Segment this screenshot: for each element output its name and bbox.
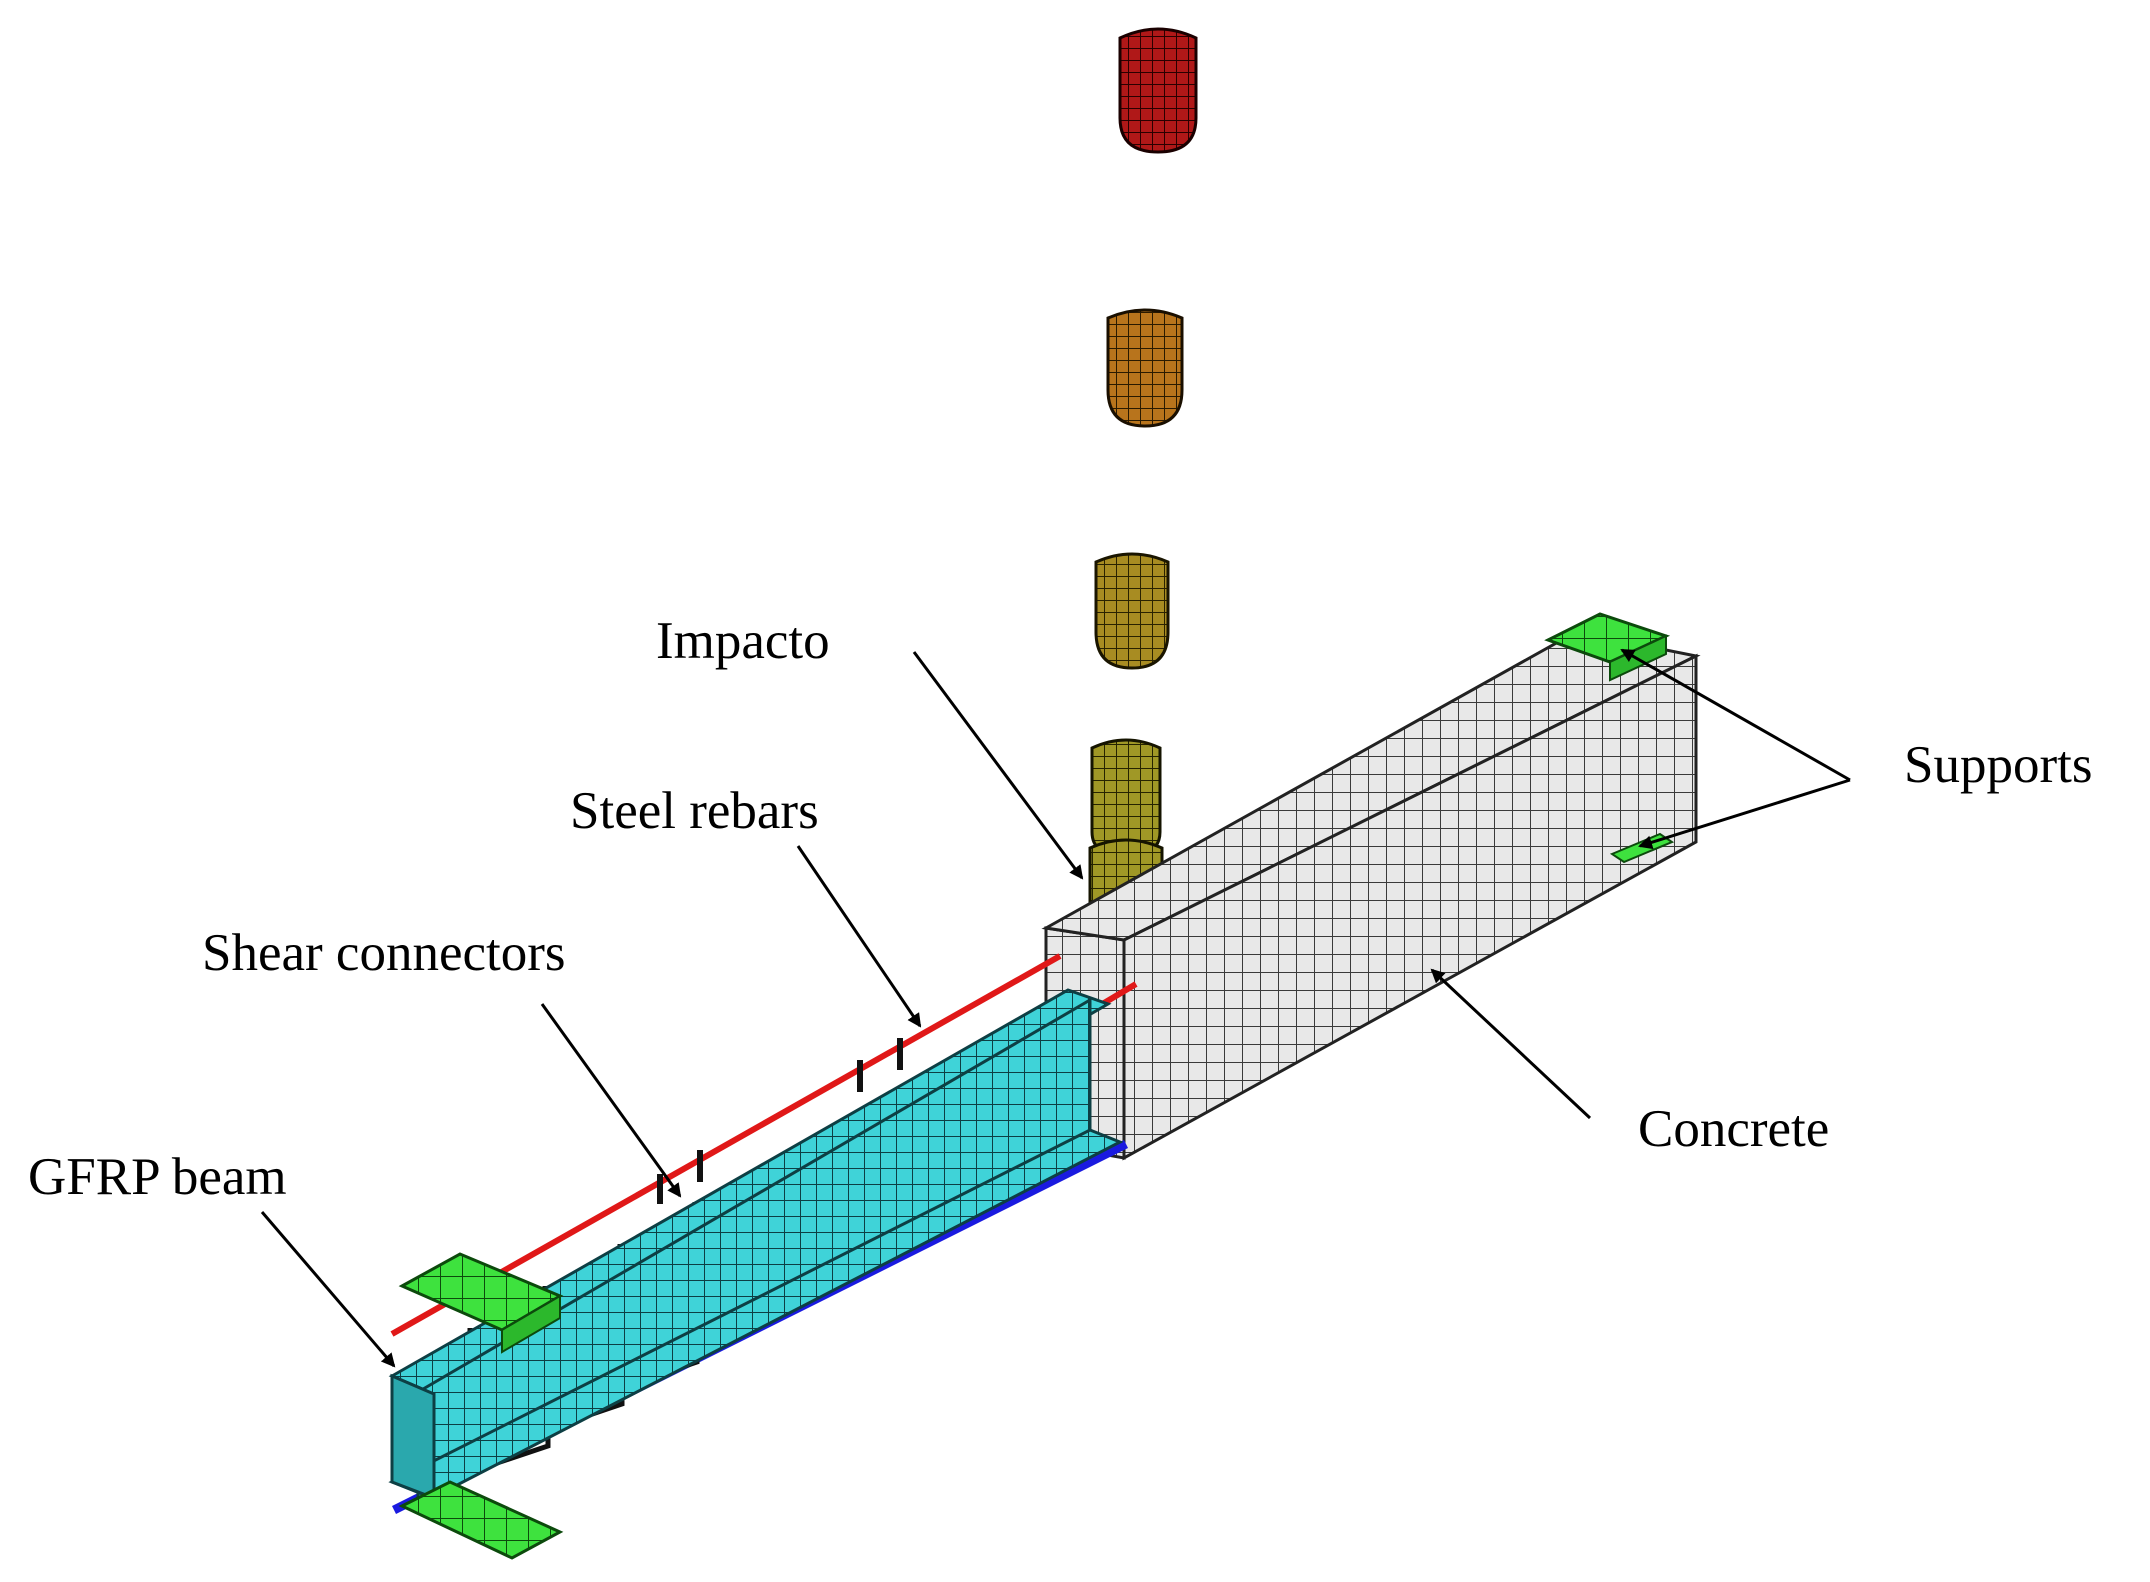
label-gfrp-beam: GFRP beam <box>28 1148 287 1206</box>
label-shear-connectors: Shear connectors <box>202 924 566 982</box>
arrow-icon <box>1638 778 1851 850</box>
arrow-icon <box>540 1003 682 1198</box>
label-supports: Supports <box>1904 736 2092 794</box>
label-steel-rebars: Steel rebars <box>570 782 819 840</box>
arrow-icon <box>260 1211 396 1368</box>
impactor-top <box>1118 27 1198 154</box>
concrete-block <box>1041 630 1701 1161</box>
arrow-icon <box>796 845 922 1028</box>
arrow-icon <box>1430 968 1592 1120</box>
label-concrete: Concrete <box>1638 1100 1829 1158</box>
support-pad-near-bottom <box>398 1480 564 1560</box>
shear-connectors <box>657 1038 903 1204</box>
arrow-icon <box>912 651 1084 880</box>
impactor-second <box>1106 308 1184 428</box>
impactor-third <box>1094 552 1170 670</box>
arrow-icon <box>1620 648 1851 782</box>
gfrp-beam <box>388 988 1124 1503</box>
label-impactor: Impacto <box>656 612 830 670</box>
support-pad-near-top <box>398 1252 564 1354</box>
